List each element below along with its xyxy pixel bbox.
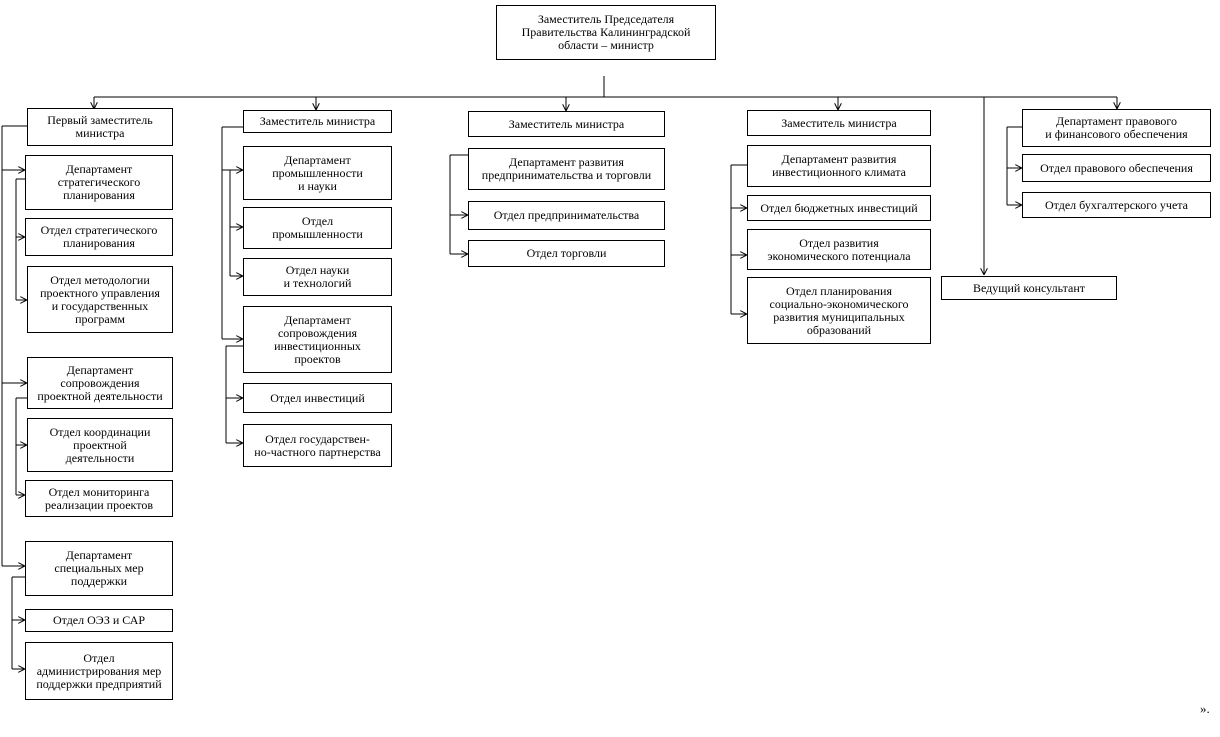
section-project-coordination: Отдел координации проектной деятельности xyxy=(27,418,173,472)
closing-quote-mark: ». xyxy=(1200,701,1210,716)
minister-box: Заместитель Председателя Правительства К… xyxy=(496,5,716,60)
deputy-invest-box: Заместитель министра xyxy=(747,110,931,136)
dept-investment-projects: Департамент сопровождения инвестиционных… xyxy=(243,306,392,373)
section-strategic-planning: Отдел стратегического планирования xyxy=(25,218,173,256)
section-sez: Отдел ОЭЗ и САР xyxy=(25,609,173,632)
dept-project-support: Департамент сопровождения проектной деят… xyxy=(27,357,173,409)
dept-strategic-planning: Департамент стратегического планирования xyxy=(25,155,173,210)
dept-special-support: Департамент специальных мер поддержки xyxy=(25,541,173,596)
dept-investment-climate: Департамент развития инвестиционного кли… xyxy=(747,145,931,187)
section-budget-investments: Отдел бюджетных инвестиций xyxy=(747,195,931,221)
deputy-industry-box: Заместитель министра xyxy=(243,110,392,133)
deputy-trade-box: Заместитель министра xyxy=(468,111,665,137)
section-science-tech: Отдел науки и технологий xyxy=(243,258,392,296)
dept-entrepreneurship-trade: Департамент развития предпринимательства… xyxy=(468,148,665,190)
lead-consultant-box: Ведущий консультант xyxy=(941,276,1117,300)
dept-legal-finance: Департамент правового и финансового обес… xyxy=(1022,109,1211,147)
section-support-admin: Отдел администрирования мер поддержки пр… xyxy=(25,642,173,700)
section-project-methodology: Отдел методологии проектного управления … xyxy=(27,266,173,333)
section-ppp: Отдел государствен- но-частного партнерс… xyxy=(243,424,392,467)
dept-industry-science: Департамент промышленности и науки xyxy=(243,146,392,200)
section-project-monitoring: Отдел мониторинга реализации проектов xyxy=(25,480,173,517)
section-legal: Отдел правового обеспечения xyxy=(1022,154,1211,182)
section-accounting: Отдел бухгалтерского учета xyxy=(1022,192,1211,218)
section-entrepreneurship: Отдел предпринимательства xyxy=(468,201,665,230)
section-investments: Отдел инвестиций xyxy=(243,383,392,413)
section-economic-potential: Отдел развития экономического потенциала xyxy=(747,229,931,270)
section-industry: Отдел промышленности xyxy=(243,207,392,249)
section-trade: Отдел торговли xyxy=(468,240,665,267)
first-deputy-box: Первый заместитель министра xyxy=(27,108,173,146)
section-municipal-planning: Отдел планирования социально-экономическ… xyxy=(747,277,931,344)
